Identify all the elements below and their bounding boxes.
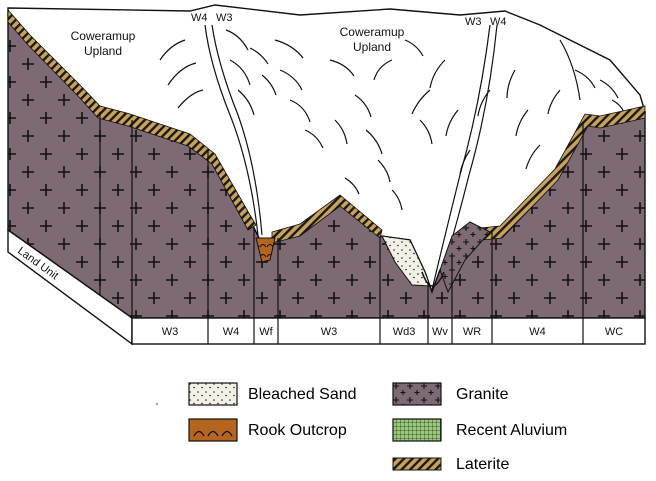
legend-label: Rook Outcrop (248, 422, 347, 439)
stream-label-w4-right: W4 (490, 16, 507, 28)
land-unit-label: W4 (223, 326, 240, 338)
region-label-left-line2: Upland (84, 44, 122, 58)
rock-outcrop-swatch (188, 418, 238, 442)
stray-dot (156, 403, 158, 405)
land-unit-label: W3 (321, 326, 338, 338)
stream-label-w4-left: W4 (191, 12, 208, 24)
region-label-right-line2: Upland (353, 40, 391, 54)
stream-label-w3-right: W3 (465, 16, 482, 28)
stream-label-w3-left: W3 (216, 12, 233, 24)
legend-label: Laterite (456, 456, 510, 473)
legend-label: Granite (456, 386, 509, 403)
land-unit-label: WR (463, 326, 481, 338)
land-unit-strip (131, 317, 646, 345)
granite-swatch (392, 382, 442, 406)
legend-label: Recent Aluvium (456, 422, 568, 439)
land-unit-label: Wd3 (393, 326, 416, 338)
land-unit-labels: W3 W4 Wf W3 Wd3 Wv WR W4 WC (162, 318, 623, 344)
region-label-right-line1: Coweramup (340, 25, 405, 39)
laterite-swatch (392, 457, 442, 471)
region-label-left-line1: Coweramup (71, 29, 136, 43)
land-unit-label: Wv (432, 326, 448, 338)
rock-outcrop-deposit (255, 237, 276, 263)
land-unit-label: W4 (529, 326, 546, 338)
bleached-sand-swatch (188, 382, 238, 406)
land-unit-label: Wf (259, 326, 273, 338)
land-unit-label: W3 (162, 326, 179, 338)
unit-boundaries (99, 112, 584, 318)
land-unit-label: WC (605, 326, 623, 338)
recent-alluvium-swatch (392, 418, 442, 442)
stream-channel (421, 271, 445, 287)
legend-label: Bleached Sand (248, 386, 357, 403)
